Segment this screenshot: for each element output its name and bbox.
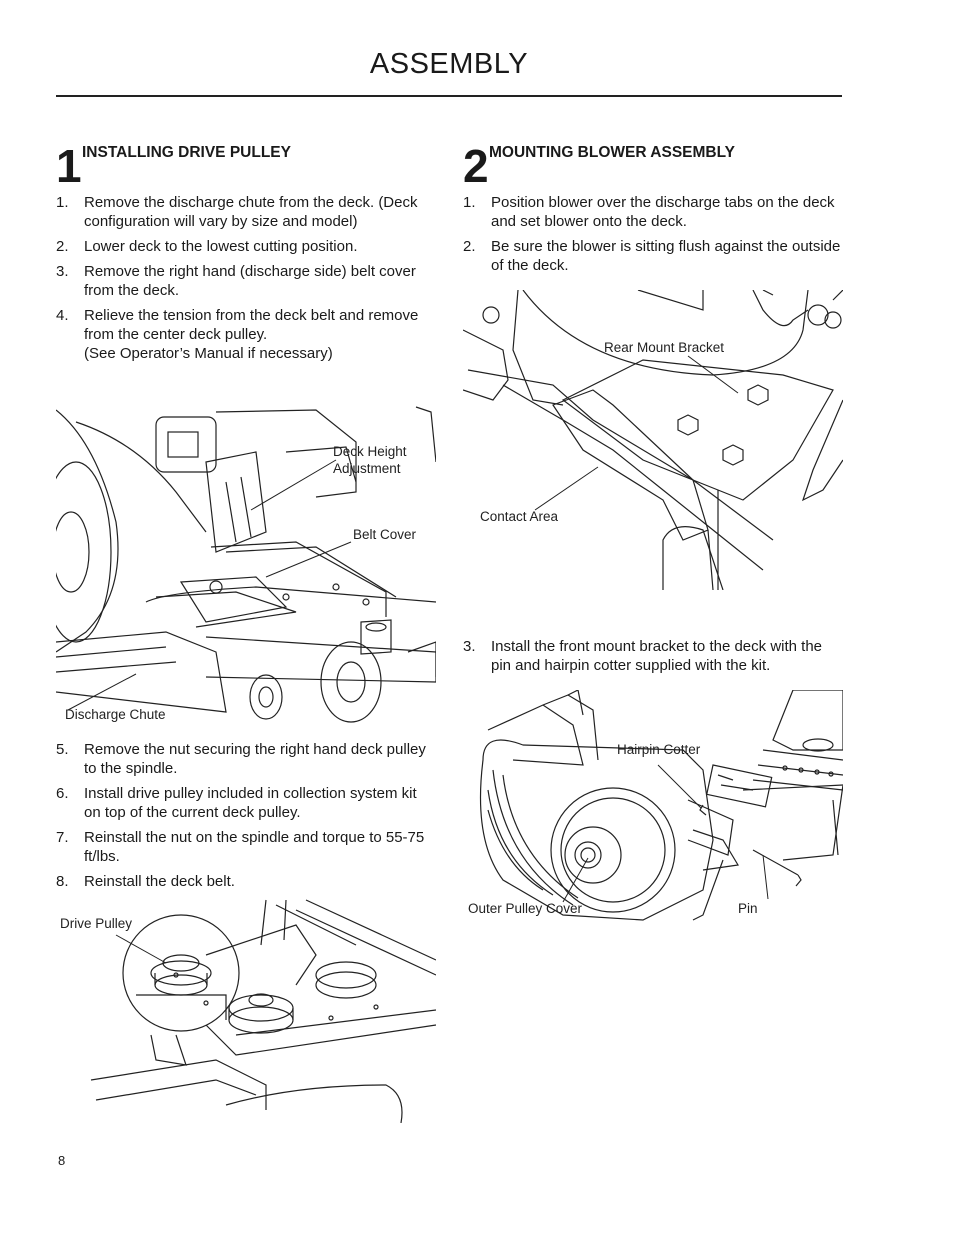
label-rear-mount-bracket: Rear Mount Bracket: [604, 340, 725, 355]
steps-list-2b: 3.Install the front mount bracket to the…: [463, 637, 843, 681]
list-item: 5.Remove the nut securing the right hand…: [56, 741, 426, 777]
rear-bracket-leader-lines: [534, 355, 739, 511]
steps-list-2a: 1.Position blower over the discharge tab…: [463, 193, 843, 281]
list-item: 2.Lower deck to the lowest cutting posit…: [56, 238, 358, 255]
step-number-2: 2: [463, 140, 489, 192]
label-contact-area: Contact Area: [480, 509, 559, 524]
rear-mount-bracket-illustration: [463, 290, 843, 590]
page-number: 8: [58, 1153, 66, 1168]
label-drive-pulley: Drive Pulley: [60, 916, 133, 931]
blower-assembly-illustration: [479, 690, 843, 921]
label-belt-cover: Belt Cover: [353, 527, 417, 542]
steps-list-1a: 1.Remove the discharge chute from the de…: [56, 193, 436, 369]
section-heading-2: MOUNTING BLOWER ASSEMBLY: [489, 144, 735, 161]
list-item: 6.Install drive pulley included in colle…: [56, 785, 417, 821]
list-item: 1.Remove the discharge chute from the de…: [56, 194, 418, 230]
drive-pulley-leader-line: [115, 934, 167, 964]
section-heading-1: INSTALLING DRIVE PULLEY: [82, 144, 291, 161]
label-pin: Pin: [738, 901, 758, 916]
list-item: 8.Reinstall the deck belt.: [56, 873, 235, 890]
blower-leader-lines: [562, 764, 769, 903]
list-item: 3.Install the front mount bracket to the…: [463, 638, 823, 674]
label-outer-pulley-cover: Outer Pulley Cover: [468, 901, 583, 916]
label-hairpin-cotter: Hairpin Cotter: [617, 742, 701, 757]
steps-list-1b: 5.Remove the nut securing the right hand…: [56, 740, 436, 897]
list-item: 4.Relieve the tension from the deck belt…: [56, 307, 419, 362]
list-item: 7.Reinstall the nut on the spindle and t…: [56, 829, 425, 865]
list-item: 2.Be sure the blower is sitting flush ag…: [463, 238, 841, 274]
list-item: 3.Remove the right hand (discharge side)…: [56, 263, 416, 299]
title-rule: [56, 95, 842, 97]
deck-illustration: [56, 406, 436, 723]
step-number-1: 1: [56, 140, 82, 192]
page-title: ASSEMBLY: [369, 48, 529, 80]
deck-leader-lines: [67, 459, 352, 711]
list-item: 1.Position blower over the discharge tab…: [463, 194, 835, 230]
drive-pulley-illustration: [90, 899, 436, 1123]
label-discharge-chute: Discharge Chute: [65, 707, 166, 722]
